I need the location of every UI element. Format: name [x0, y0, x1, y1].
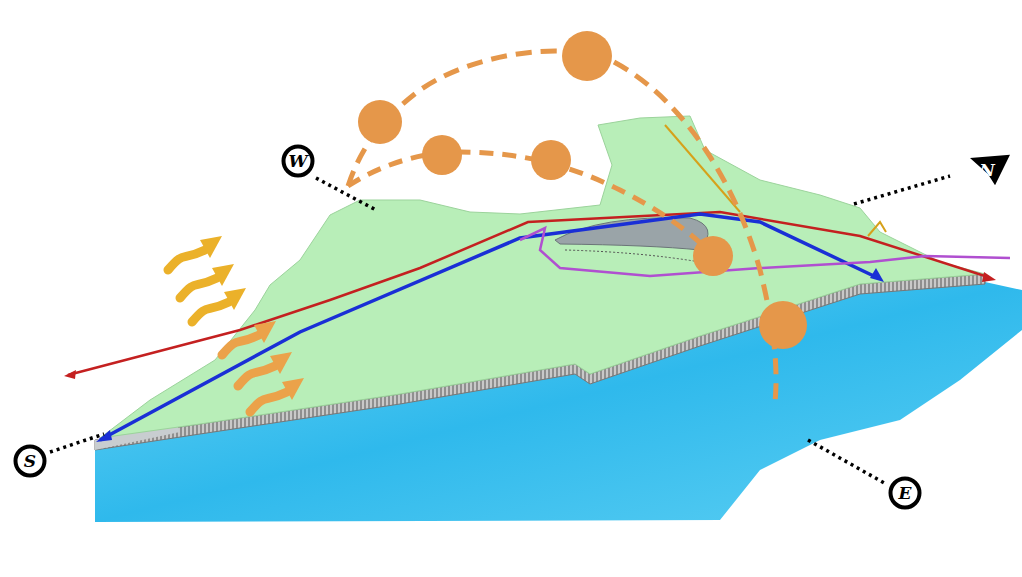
- blue-arrowhead: [870, 268, 884, 282]
- compass-letter: N: [979, 162, 995, 179]
- blue-route: [100, 214, 878, 440]
- inlet-line: [868, 222, 886, 236]
- red-arrowhead: [982, 272, 996, 282]
- sun-path: [348, 152, 713, 256]
- marker-ring: [16, 447, 45, 476]
- sun-path: [348, 51, 776, 402]
- compass-letter: E: [899, 485, 912, 502]
- compass-marker: E: [888, 476, 922, 510]
- compass-leaders: [50, 176, 950, 484]
- purple-route: [520, 228, 1010, 276]
- compass-letter: S: [24, 453, 36, 470]
- red-arrowhead: [64, 370, 76, 379]
- north-arrow-fill: [970, 155, 1010, 186]
- inlet-line: [665, 125, 740, 212]
- wind-arrowheads: [200, 236, 304, 400]
- marker-ring: [891, 479, 920, 508]
- compass-letter: W: [288, 153, 307, 170]
- north-arrow: N: [969, 153, 1011, 187]
- marker-ring: [284, 147, 313, 176]
- pond-edge: [565, 250, 700, 262]
- land-area: [100, 116, 985, 438]
- sun-positions: [358, 31, 807, 349]
- compass-marker: S: [13, 444, 47, 478]
- wind-arrows: [168, 250, 287, 412]
- compass-marker: W: [281, 144, 315, 178]
